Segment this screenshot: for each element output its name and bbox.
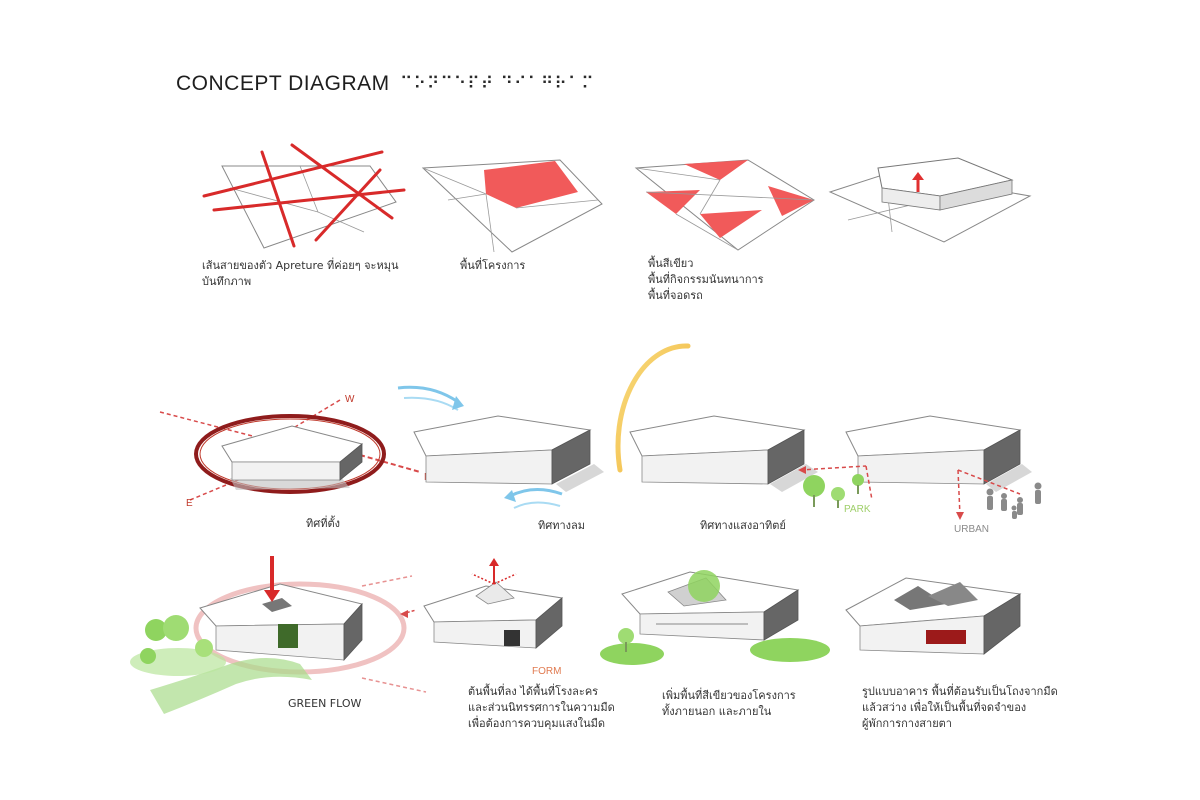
- caption-line: เส้นสายของตัว Apreture ที่ค่อยๆ จะหมุน: [202, 259, 399, 272]
- caption-line: รูปแบบอาคาร พื้นที่ต้อนรับเป็นโถงจากมืด: [862, 685, 1058, 698]
- caption-line: ทิศที่ตั้ง: [306, 517, 340, 530]
- caption-green-inside: เพิ่มพื้นที่สีเขียวของโครงการ ทั้งภายนอก…: [662, 688, 796, 720]
- panel-green-area: [634, 159, 815, 251]
- caption-aperture-lines: เส้นสายของตัว Apreture ที่ค่อยๆ จะหมุน บ…: [202, 258, 398, 290]
- caption-line: พื้นที่กิจกรรมนันทนาการ: [648, 273, 764, 286]
- panel-site-orientation: [159, 399, 421, 501]
- caption-green-flow: GREEN FLOW: [288, 696, 361, 712]
- caption-line: ต้นพื้นที่ลง ได้พื้นที่โรงละคร: [468, 685, 599, 698]
- form-label: FORM: [532, 666, 561, 677]
- park-label: PARK: [844, 504, 871, 515]
- caption-line: พื้นที่โครงการ: [460, 259, 526, 272]
- caption-sun: ทิศทางแสงอาทิตย์: [700, 518, 786, 534]
- page-title: CONCEPT DIAGRAM: [176, 72, 390, 95]
- title-braille: ⠉⠕⠝⠉⠑⠏⠞ ⠙⠊⠁⠛⠗⠁⠍: [400, 74, 595, 94]
- panel-extrusion: [828, 157, 1032, 243]
- caption-line: ผู้พักการกางสายตา: [862, 717, 952, 730]
- panel-wind-direction: [397, 385, 604, 509]
- compass-e-label: E: [186, 498, 193, 509]
- panel-aperture-lines: [202, 143, 406, 249]
- panel-building-form: [845, 577, 1022, 655]
- caption-line: แล้วสว่าง เพื่อให้เป็นพื้นที่จดจำของ: [862, 701, 1027, 714]
- caption-line: พื้นที่จอดรถ: [648, 289, 703, 302]
- caption-building-form: รูปแบบอาคาร พื้นที่ต้อนรับเป็นโถงจากมืด …: [862, 684, 1058, 732]
- caption-line: GREEN FLOW: [288, 697, 362, 710]
- caption-line: และส่วนนิทรรศการในความมืด: [468, 701, 615, 714]
- caption-site-orientation: ทิศที่ตั้ง: [306, 516, 340, 532]
- caption-green-area: พื้นสีเขียว พื้นที่กิจกรรมนันทนาการ พื้น…: [648, 256, 764, 304]
- panel-project-area: [421, 159, 603, 253]
- caption-line: เพิ่มพื้นที่สีเขียวของโครงการ: [662, 689, 796, 702]
- panel-sun-path: [615, 343, 818, 492]
- caption-line: เพื่อต้องการควบคุมแสงในมืด: [468, 717, 606, 730]
- panel-access: [798, 415, 1042, 520]
- compass-w-label: W: [345, 394, 355, 405]
- panel-form: [400, 558, 564, 649]
- caption-line: ทิศทางแสงอาทิตย์: [700, 519, 786, 532]
- panel-green-flow: [130, 556, 427, 714]
- caption-project-area: พื้นที่โครงการ: [460, 258, 525, 274]
- caption-line: ทิศทางลม: [538, 519, 586, 532]
- caption-wind: ทิศทางลม: [538, 518, 585, 534]
- panel-green-inside: [600, 570, 830, 665]
- caption-form: ต้นพื้นที่ลง ได้พื้นที่โรงละคร และส่วนนิ…: [468, 684, 615, 732]
- caption-line: พื้นสีเขียว: [648, 257, 694, 270]
- caption-line: ทั้งภายนอก และภายใน: [662, 705, 772, 718]
- urban-label: URBAN: [954, 524, 989, 535]
- caption-line: บันทึกภาพ: [202, 275, 252, 288]
